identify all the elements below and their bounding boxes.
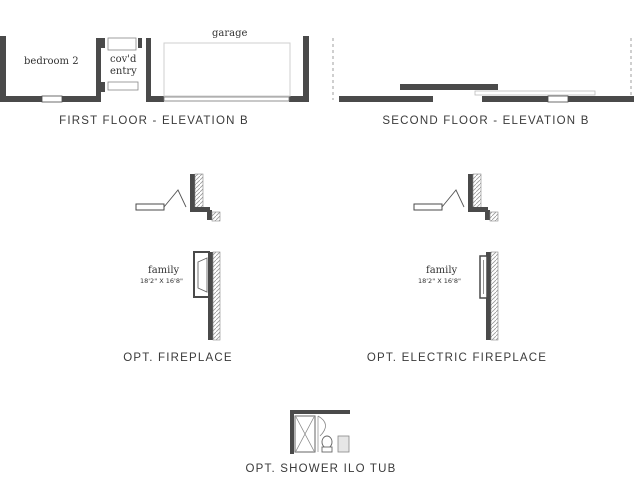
fireplace-corner-detail xyxy=(135,173,221,222)
first-floor-elevation-b: bedroom 2 cov'd entry garage FIRST FLOOR… xyxy=(0,28,309,127)
fireplace-firebox xyxy=(197,257,208,293)
shower-left-wall xyxy=(290,410,294,454)
second-floor-elevation-b: SECOND FLOOR - ELEVATION B xyxy=(332,38,634,127)
electric-fireplace-family-label: family xyxy=(426,265,458,276)
electric-fireplace-corner-detail xyxy=(413,173,499,222)
first-floor-caption: FIRST FLOOR - ELEVATION B xyxy=(59,115,249,127)
entry-label-line1: cov'd xyxy=(110,54,137,65)
shower-caption: OPT. SHOWER ILO TUB xyxy=(245,463,396,475)
shower-drain-cross xyxy=(295,416,315,452)
fireplace-family-wall xyxy=(193,251,221,341)
bedroom-2-label: bedroom 2 xyxy=(24,56,79,67)
entry-label-line2: entry xyxy=(110,66,137,77)
second-floor-caption: SECOND FLOOR - ELEVATION B xyxy=(382,115,589,127)
opt-electric-fireplace: family 18'2" X 16'8" OPT. ELECTRIC FIREP… xyxy=(367,173,547,364)
garage-interior-outline xyxy=(163,42,291,97)
covered-entry-walls xyxy=(101,38,151,102)
opt-fireplace: family 18'2" X 16'8" OPT. FIREPLACE xyxy=(123,173,232,364)
second-floor-window xyxy=(547,95,569,103)
garage-walls xyxy=(146,36,309,102)
fireplace-caption: OPT. FIREPLACE xyxy=(123,352,232,364)
entry-step xyxy=(107,81,139,91)
opt-shower-ilo-tub: OPT. SHOWER ILO TUB xyxy=(245,410,396,475)
shower-top-wall xyxy=(290,410,350,414)
garage-label: garage xyxy=(212,28,248,39)
toilet-icon xyxy=(321,435,333,453)
second-floor-walls xyxy=(339,84,634,102)
fireplace-family-label: family xyxy=(148,265,180,276)
garage-door xyxy=(163,96,290,102)
vanity xyxy=(337,435,350,453)
fireplace-family-dims: 18'2" X 16'8" xyxy=(140,277,183,285)
entry-door-frame xyxy=(107,37,137,51)
bedroom-2-window xyxy=(41,95,63,103)
second-floor-light-band xyxy=(474,90,596,96)
electric-fireplace-family-wall xyxy=(479,251,499,341)
electric-fireplace-family-dims: 18'2" X 16'8" xyxy=(418,277,461,285)
electric-fireplace-caption: OPT. ELECTRIC FIREPLACE xyxy=(367,352,547,364)
shower-door-swing xyxy=(317,415,326,437)
bedroom-2-walls xyxy=(0,36,101,102)
